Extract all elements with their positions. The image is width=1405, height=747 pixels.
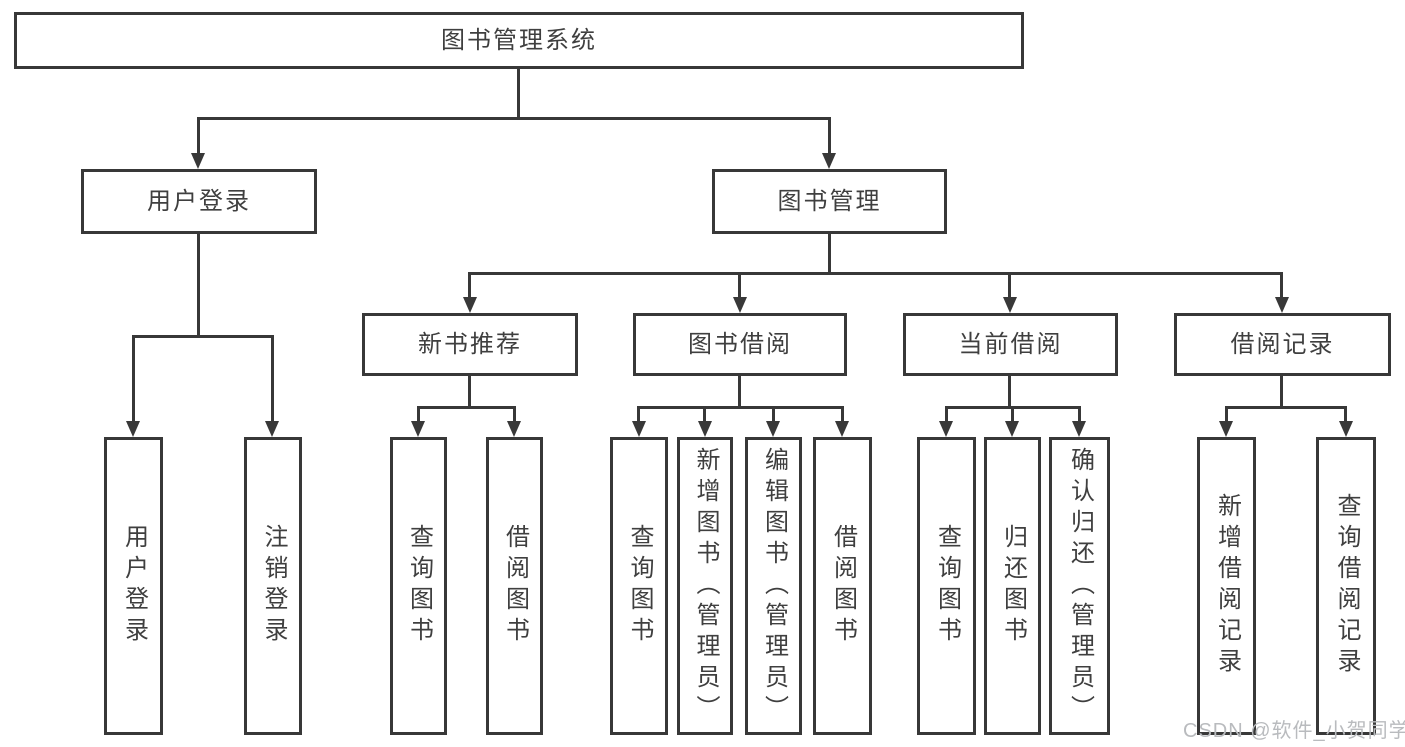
connector-line	[637, 406, 844, 409]
connector-line	[132, 338, 135, 422]
connector-line	[468, 376, 471, 407]
leaf-confirm-return-admin: 确认归还（管理员）	[1049, 437, 1110, 735]
arrow-down-icon	[507, 421, 521, 437]
connector-line	[945, 406, 1081, 409]
leaf-query-books-recommend: 查询图书	[390, 437, 447, 735]
connector-line	[841, 409, 844, 422]
arrow-down-icon	[766, 421, 780, 437]
node-borrowing-records: 借阅记录	[1174, 313, 1391, 376]
arrow-down-icon	[463, 297, 477, 313]
connector-line	[1225, 406, 1347, 409]
leaf-add-borrow-record: 新增借阅记录	[1197, 437, 1256, 735]
connector-line	[1008, 275, 1011, 298]
arrow-down-icon	[1003, 297, 1017, 313]
connector-line	[197, 119, 200, 155]
node-user-login: 用户登录	[81, 169, 317, 234]
connector-line	[1280, 376, 1283, 407]
connector-line	[772, 409, 775, 422]
connector-line	[468, 272, 1283, 275]
arrow-down-icon	[126, 421, 140, 437]
connector-line	[738, 275, 741, 298]
arrow-down-icon	[835, 421, 849, 437]
connector-line	[517, 69, 520, 118]
arrow-down-icon	[265, 421, 279, 437]
arrow-down-icon	[191, 153, 205, 169]
arrow-down-icon	[1005, 421, 1019, 437]
leaf-logout: 注销登录	[244, 437, 302, 735]
connector-line	[197, 234, 200, 336]
leaf-user-login: 用户登录	[104, 437, 163, 735]
connector-line	[271, 338, 274, 422]
connector-line	[1344, 409, 1347, 422]
node-book-borrowing: 图书借阅	[633, 313, 847, 376]
leaf-query-books-borrowing: 查询图书	[610, 437, 668, 735]
connector-line	[738, 376, 741, 407]
connector-line	[417, 409, 420, 422]
leaf-borrow-books-borrowing: 借阅图书	[813, 437, 872, 735]
arrow-down-icon	[632, 421, 646, 437]
arrow-down-icon	[698, 421, 712, 437]
leaf-return-books: 归还图书	[984, 437, 1041, 735]
connector-line	[945, 409, 948, 422]
leaf-query-borrow-record: 查询借阅记录	[1316, 437, 1376, 735]
node-library-system: 图书管理系统	[14, 12, 1024, 69]
arrow-down-icon	[1339, 421, 1353, 437]
connector-line	[513, 409, 516, 422]
leaf-borrow-books-recommend: 借阅图书	[486, 437, 543, 735]
arrow-down-icon	[733, 297, 747, 313]
csdn-watermark: CSDN @软件_小贺同学	[1183, 720, 1405, 742]
connector-line	[703, 409, 706, 422]
arrow-down-icon	[822, 153, 836, 169]
leaf-query-books-current: 查询图书	[917, 437, 976, 735]
arrow-down-icon	[1072, 421, 1086, 437]
node-new-book-recommend: 新书推荐	[362, 313, 578, 376]
connector-line	[1280, 275, 1283, 298]
arrow-down-icon	[939, 421, 953, 437]
connector-line	[1008, 376, 1011, 407]
node-book-management: 图书管理	[712, 169, 947, 234]
connector-line	[1225, 409, 1228, 422]
arrow-down-icon	[1219, 421, 1233, 437]
connector-line	[132, 335, 274, 338]
leaf-add-book-admin: 新增图书（管理员）	[677, 437, 733, 735]
connector-line	[468, 275, 471, 298]
arrow-down-icon	[1275, 297, 1289, 313]
connector-line	[1011, 409, 1014, 422]
connector-line	[828, 119, 831, 155]
connector-line	[1078, 409, 1081, 422]
connector-line	[828, 234, 831, 273]
connector-line	[417, 406, 516, 409]
connector-line	[637, 409, 640, 422]
leaf-edit-book-admin: 编辑图书（管理员）	[745, 437, 802, 735]
node-current-borrowing: 当前借阅	[903, 313, 1118, 376]
arrow-down-icon	[411, 421, 425, 437]
connector-line	[197, 117, 831, 120]
